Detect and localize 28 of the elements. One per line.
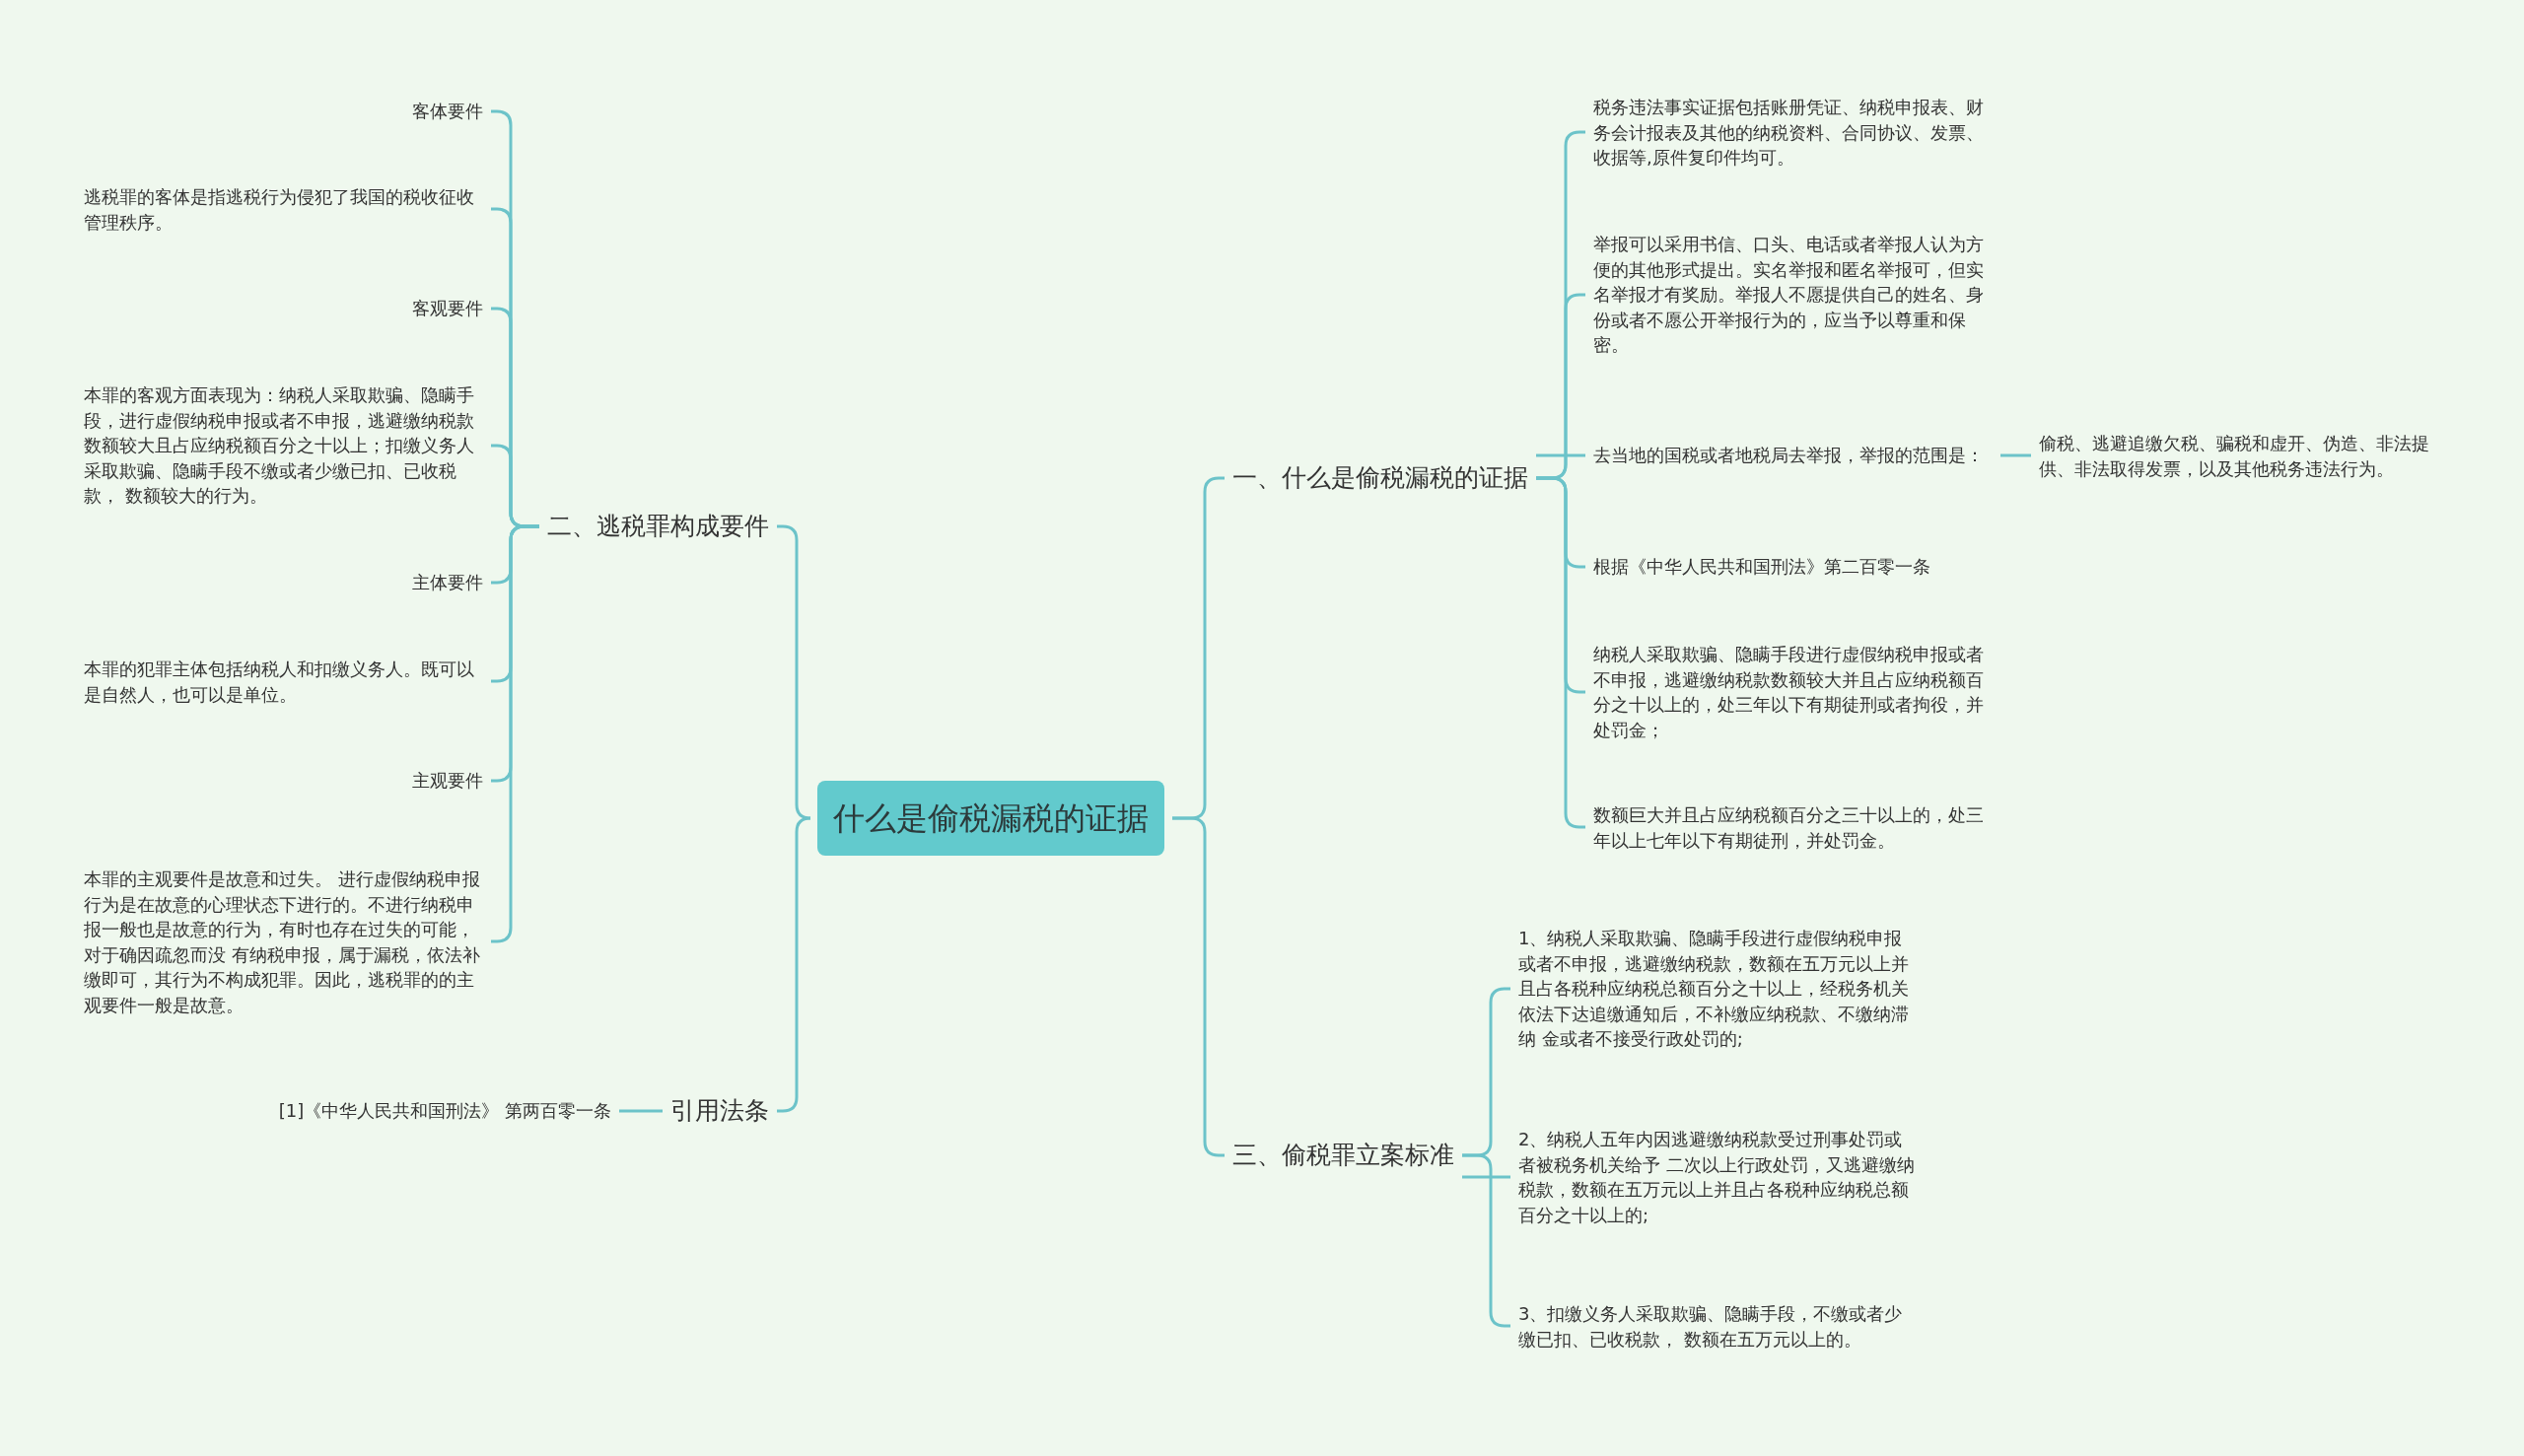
branch-topic: 三、偷税罪立案标准 <box>1232 1140 1454 1171</box>
connector-line <box>619 1109 663 1113</box>
topic-text: [1]《中华人民共和国刑法》 第两百零一条 <box>278 1098 611 1124</box>
connector-line <box>1536 453 1585 457</box>
topic-text: 数额巨大并且占应纳税额百分之三十以上的，处三年以上七年以下有期徒刑，并处罚金。 <box>1593 801 1993 853</box>
topic-text: 主观要件 <box>412 768 483 794</box>
branch-topic: 一、什么是偷税漏税的证据 <box>1232 462 1528 494</box>
topic-text: 举报可以采用书信、口头、电话或者举报人认为方便的其他形式提出。实名举报和匿名举报可，但实名举报才有奖励。举报人不愿提供自己的姓名、身份或者不愿公开举报行为的，应当予以尊重和保密。 <box>1593 232 1993 358</box>
topic-text: 去当地的国税或者地税局去举报，举报的范围是： <box>1593 443 1993 468</box>
connector-line <box>1462 1175 1510 1179</box>
connector-line <box>2000 453 2031 457</box>
topic-text: 偷税、逃避追缴欠税、骗税和虚开、伪造、非法提供、非法取得发票，以及其他税务违法行为。 <box>2039 430 2438 481</box>
topic-text: 纳税人采取欺骗、隐瞒手段进行虚假纳税申报或者不申报，逃避缴纳税款数额较大并且占应纳税额百分之十以上的，处三年以下有期徒刑或者拘役，并处罚金； <box>1593 642 1993 742</box>
branch-topic: 二、逃税罪构成要件 <box>547 511 769 542</box>
topic-text: 客观要件 <box>412 296 483 321</box>
topic-text: 税务违法事实证据包括账册凭证、纳税申报表、财务会计报表及其他的纳税资料、合同协议、发票、收据等,原件复印件均可。 <box>1593 94 1993 171</box>
topic-text: 客体要件 <box>412 99 483 124</box>
topic-text: 1、纳税人采取欺骗、隐瞒手段进行虚假纳税申报或者不申报，逃避缴纳税款，数额在五万元以上并且占各税种应纳税总额百分之十以上，经税务机关依法下达追缴通知后，不补缴应纳税款、不缴纳滞纳 金或者不接受行政处罚的; <box>1518 926 1918 1052</box>
topic-text: 根据《中华人民共和国刑法》第二百零一条 <box>1593 554 1993 580</box>
topic-text: 本罪的犯罪主体包括纳税人和扣缴义务人。既可以是自然人，也可以是单位。 <box>84 656 483 707</box>
topic-text: 逃税罪的客体是指逃税行为侵犯了我国的税收征收管理秩序。 <box>84 183 483 235</box>
topic-text: 主体要件 <box>412 570 483 595</box>
topic-text: 本罪的主观要件是故意和过失。 进行虚假纳税申报行为是在故意的心理状态下进行的。不进行纳税申报一般也是故意的行为，有时也存在过失的可能，对于确因疏忽而没 有纳税申报，属于漏税，依法补缴即可，其行为不构成犯罪。因此，逃税罪的的主观要件一般是故意。 <box>84 866 483 1017</box>
central-topic-box: 什么是偷税漏税的证据 <box>817 781 1164 856</box>
branch-topic: 引用法条 <box>670 1095 769 1127</box>
topic-text: 3、扣缴义务人采取欺骗、隐瞒手段，不缴或者少缴已扣、已收税款， 数额在五万元以上的。 <box>1518 1300 1918 1352</box>
topic-text: 本罪的客观方面表现为：纳税人采取欺骗、隐瞒手段，进行虚假纳税申报或者不申报，逃避缴纳税款数额较大且占应纳税额百分之十以上；扣缴义务人采取欺骗、隐瞒手段不缴或者少缴已扣、已收税款， 数额较大的行为。 <box>84 382 483 509</box>
topic-text: 2、纳税人五年内因逃避缴纳税款受过刑事处罚或者被税务机关给予 二次以上行政处罚，又逃避缴纳税款，数额在五万元以上并且占各税种应纳税总额百分之十以上的; <box>1518 1127 1918 1227</box>
